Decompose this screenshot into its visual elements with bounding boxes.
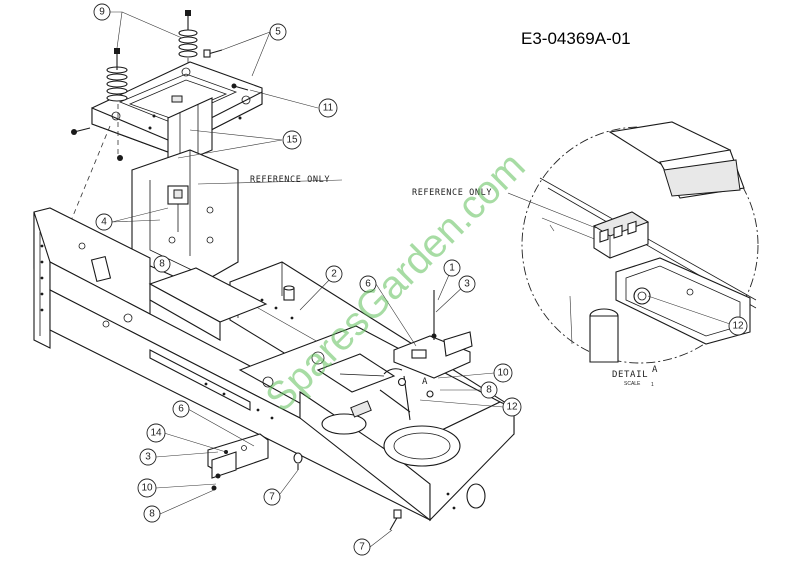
svg-text:6: 6 — [365, 279, 371, 290]
svg-text:11: 11 — [323, 103, 334, 114]
detail-caption: DETAIL A SCALE 1 — [612, 365, 658, 388]
svg-text:12: 12 — [732, 321, 744, 332]
svg-text:1: 1 — [449, 263, 455, 274]
frame-left-rail — [33, 207, 431, 521]
callout-1: 1 — [443, 259, 461, 277]
callout-6-upper: 6 — [359, 275, 377, 293]
callout-11: 11 — [318, 98, 338, 118]
svg-text:7: 7 — [269, 492, 275, 503]
svg-text:5: 5 — [275, 27, 281, 38]
detail-ref-leader — [507, 192, 597, 229]
callout-8-upper: 8 — [153, 255, 171, 273]
callout-6-lower: 6 — [172, 400, 190, 418]
callout-15: 15 — [282, 130, 302, 150]
svg-text:10: 10 — [497, 368, 509, 379]
svg-text:12: 12 — [506, 402, 518, 413]
nut-upper — [117, 155, 123, 161]
spring-left — [106, 48, 128, 102]
callout-9: 9 — [93, 3, 111, 21]
spring-right — [178, 10, 198, 58]
svg-text:1: 1 — [651, 382, 654, 388]
rear-upright-panel — [131, 149, 239, 287]
svg-text:3: 3 — [464, 279, 470, 290]
reference-only-label: REFERENCE ONLY — [250, 175, 330, 185]
bolt-7-mid — [293, 452, 303, 470]
detail-reference-only-label: REFERENCE ONLY — [412, 188, 492, 198]
svg-text:8: 8 — [149, 509, 155, 520]
callout-8-right: 8 — [480, 381, 498, 399]
alignment-line — [67, 125, 111, 229]
callout-14: 14 — [146, 423, 166, 443]
callout-7-mid: 7 — [263, 488, 281, 506]
callout-2: 2 — [325, 265, 343, 283]
callout-4: 4 — [95, 213, 113, 231]
svg-text:A: A — [422, 377, 428, 387]
detail-a-marker: A — [383, 368, 428, 387]
detail-12-leader — [647, 295, 731, 325]
svg-text:6: 6 — [178, 404, 184, 415]
cross-member — [148, 267, 295, 341]
drawing-code: E3-04369A-01 — [521, 29, 631, 48]
svg-text:DETAIL: DETAIL — [612, 370, 648, 380]
callout-3-lower: 3 — [139, 448, 157, 466]
detail-connector-block — [592, 211, 650, 259]
callout-5: 5 — [269, 23, 287, 41]
bracket-assembly — [379, 290, 473, 421]
bolt-top-right — [203, 49, 223, 58]
frame-floor-plate — [238, 325, 515, 522]
svg-text:A: A — [652, 365, 658, 375]
callout-12-detail: 12 — [728, 316, 748, 336]
callout-10-lower: 10 — [137, 478, 157, 498]
svg-text:3: 3 — [145, 452, 151, 463]
svg-text:8: 8 — [159, 259, 165, 270]
callout-8-lower: 8 — [143, 505, 161, 523]
svg-text:7: 7 — [359, 542, 365, 553]
bolt-11 — [231, 83, 249, 91]
svg-text:4: 4 — [101, 217, 107, 228]
bolt-7-lower — [389, 509, 402, 531]
svg-text:15: 15 — [286, 135, 298, 146]
svg-text:SCALE: SCALE — [624, 381, 641, 387]
seat-support-plate — [91, 61, 263, 169]
bolt-left-plate — [71, 127, 91, 135]
svg-text:10: 10 — [141, 483, 153, 494]
callout-12-frame: 12 — [502, 397, 522, 417]
svg-text:9: 9 — [99, 7, 105, 18]
svg-text:2: 2 — [331, 269, 337, 280]
callout-7-lower: 7 — [353, 538, 371, 556]
callout-10-upper: 10 — [493, 363, 513, 383]
svg-text:14: 14 — [150, 428, 162, 439]
callout-3-upper: 3 — [458, 275, 476, 293]
svg-text:8: 8 — [486, 385, 492, 396]
detail-a-view — [521, 121, 759, 364]
loose-bracket — [207, 433, 269, 491]
